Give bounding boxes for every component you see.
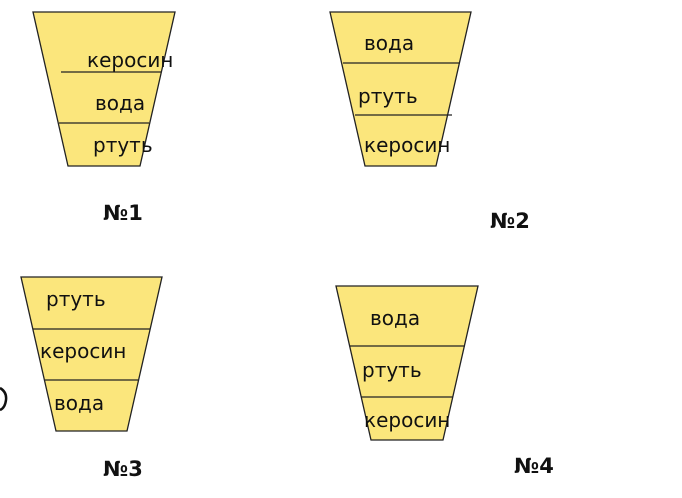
vessel-1-body [32,11,176,167]
vessel-number: №3 [103,457,143,481]
layer-label: керосин [364,133,450,157]
vessel-4: вода ртуть керосин №4 [335,285,554,478]
layer-label: вода [364,31,414,55]
layer-label: керосин [40,339,126,363]
layer-label: керосин [87,48,173,72]
vessel-4-body [335,285,479,441]
layer-label: ртуть [93,133,153,157]
vessel-3: ртуть керосин вода №3 [20,276,163,481]
vessel-2-body [329,11,472,167]
layer-label: ртуть [358,84,418,108]
vessel-2: вода ртуть керосин №2 [329,11,530,233]
vessel-3-body [20,276,163,432]
layer-label: вода [95,91,145,115]
layer-label: ртуть [46,287,106,311]
layer-label: керосин [364,408,450,432]
cropped-fragment [0,386,8,412]
layer-label: вода [370,306,420,330]
vessel-1: керосин вода ртуть №1 [32,11,176,225]
layer-label: вода [54,391,104,415]
vessel-number: №4 [514,454,554,478]
vessel-number: №1 [103,201,143,225]
vessel-number: №2 [490,209,530,233]
layer-label: ртуть [362,358,422,382]
